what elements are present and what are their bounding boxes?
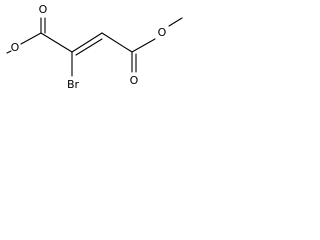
molecule-svg: O O Br O O: [6, 3, 183, 91]
bond-c2-c3-2: [75, 38, 103, 56]
atom-o-carbonyl-right: O: [130, 74, 139, 87]
bond-methyl-left-to-o: [6, 50, 12, 54]
atom-o-ester-right: O: [158, 26, 167, 39]
structure-diagram: O O Br O O: [0, 0, 189, 117]
bond-o-ester-right-to-methyl: [168, 17, 183, 27]
bond-group: [6, 17, 183, 77]
atom-labels: O O Br O O: [11, 3, 167, 91]
bond-c1-c2: [40, 32, 73, 53]
bond-o-ester-left-to-carbonyl-c: [20, 32, 42, 45]
atom-o-carbonyl-left: O: [39, 3, 48, 16]
atom-bromine: Br: [67, 78, 80, 91]
bond-c2-c3-1: [71, 32, 103, 53]
bond-c3-c4: [101, 32, 133, 53]
atom-o-ester-left: O: [11, 41, 20, 54]
bond-c4-o-ester-right: [131, 38, 156, 53]
